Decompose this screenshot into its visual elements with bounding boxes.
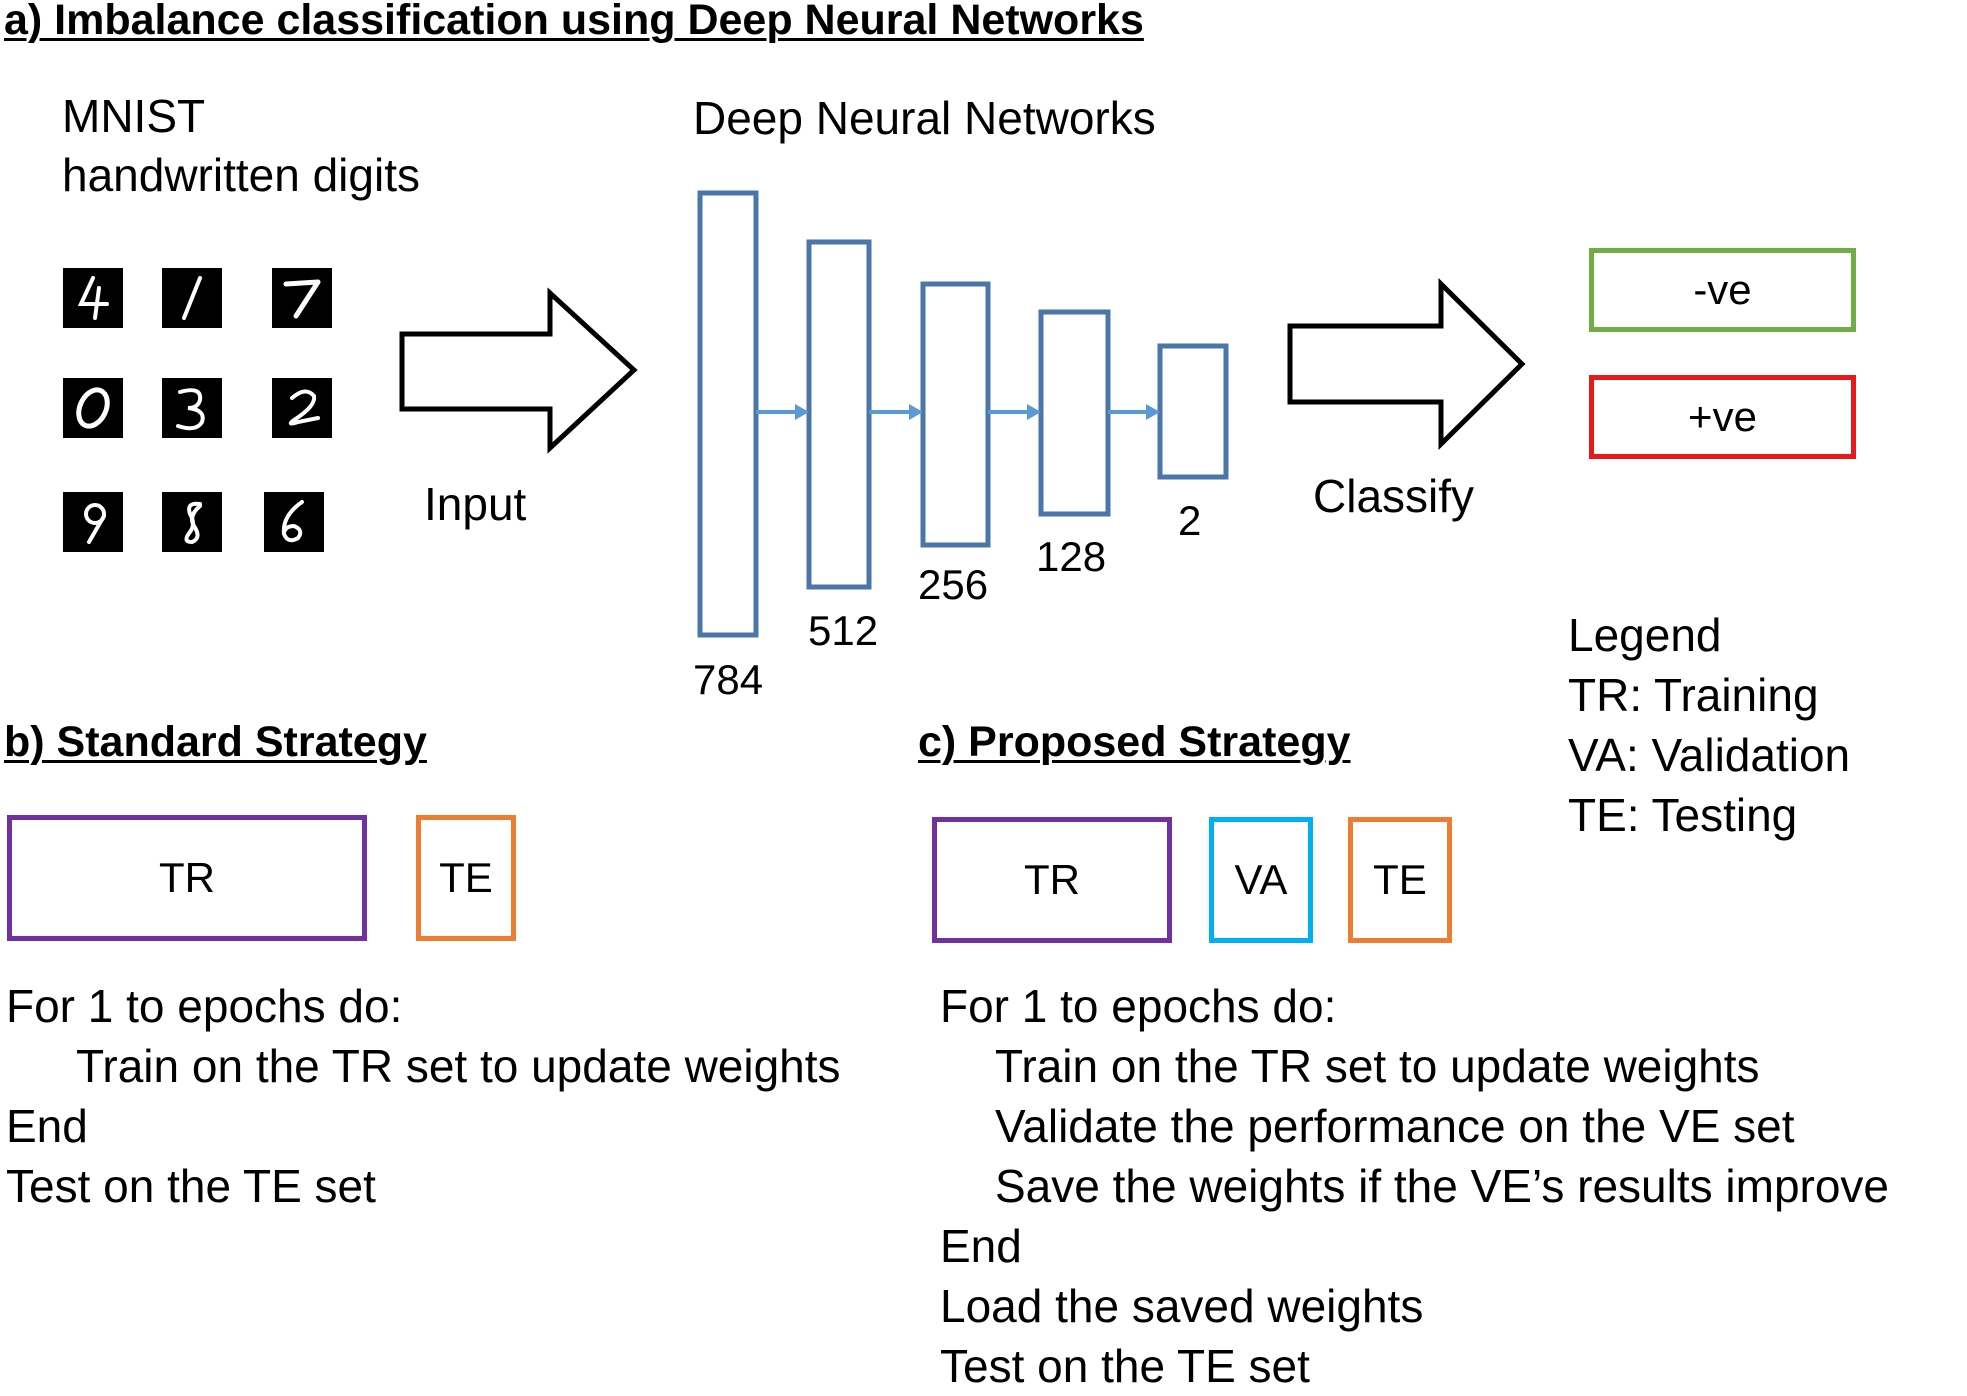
pseudocode-line: Validate the performance on the VE set <box>995 1100 1795 1152</box>
pseudocode-line: End <box>940 1220 1022 1272</box>
mnist-digit-4 <box>63 268 123 328</box>
section-a-title: a) Imbalance classification using Deep N… <box>4 0 1144 44</box>
pseudocode-line: For 1 to epochs do: <box>6 980 403 1032</box>
layer-connector-arrowhead <box>795 404 809 420</box>
pseudocode-line: End <box>6 1100 88 1152</box>
legend-title: Legend <box>1568 609 1722 661</box>
network-layer-512 <box>806 239 872 590</box>
output-negative-box: -ve <box>1589 248 1856 332</box>
output-positive-box: +ve <box>1589 375 1856 459</box>
pseudocode-line: Save the weights if the VE’s results imp… <box>995 1160 1890 1212</box>
legend-item: TE: Testing <box>1568 789 1798 841</box>
input-arrow <box>399 287 638 454</box>
network-layer-2 <box>1157 343 1229 480</box>
dataset-title-line1: MNIST <box>62 90 206 142</box>
layer-size-label: 512 <box>808 607 879 654</box>
mnist-digit-0 <box>63 378 123 438</box>
pseudocode-line: Train on the TR set to update weights <box>76 1040 841 1092</box>
dataset-title-line2: handwritten digits <box>62 149 420 201</box>
pseudocode-line: Load the saved weights <box>940 1280 1424 1332</box>
standard-pseudocode: For 1 to epochs do: Train on the TR set … <box>6 976 841 1216</box>
layer-size-label: 2 <box>1178 497 1202 544</box>
pseudocode-line: Test on the TE set <box>6 1160 376 1212</box>
layer-size-label: 128 <box>1036 533 1107 580</box>
proposed-tr-box: TR <box>932 817 1172 943</box>
layer-connector-arrowhead <box>909 404 923 420</box>
mnist-digit-1 <box>162 268 222 328</box>
network-title: Deep Neural Networks <box>693 92 1156 144</box>
mnist-digit-6 <box>264 492 324 552</box>
layer-size-label: 784 <box>693 656 764 703</box>
network-layer-784 <box>697 190 759 638</box>
mnist-digit-9 <box>63 492 123 552</box>
mnist-digit-7 <box>272 268 332 328</box>
standard-tr-box: TR <box>7 815 367 941</box>
mnist-digit-3 <box>162 378 222 438</box>
classify-label: Classify <box>1313 470 1475 522</box>
proposed-te-box: TE <box>1348 817 1452 943</box>
layer-size-label: 256 <box>918 561 989 608</box>
section-c-title: c) Proposed Strategy <box>918 718 1351 766</box>
mnist-digit-2 <box>272 378 332 438</box>
mnist-digit-8 <box>162 492 222 552</box>
layer-connector-arrowhead <box>1146 404 1160 420</box>
pseudocode-line: Train on the TR set to update weights <box>995 1040 1760 1092</box>
pseudocode-line: Test on the TE set <box>940 1340 1310 1392</box>
legend: Legend TR: Training VA: Validation TE: T… <box>1568 612 1850 852</box>
standard-te-box: TE <box>416 815 516 941</box>
proposed-pseudocode: For 1 to epochs do: Train on the TR set … <box>940 976 1889 1396</box>
legend-item: TR: Training <box>1568 669 1819 721</box>
legend-item: VA: Validation <box>1568 729 1851 781</box>
network-layer-128 <box>1038 309 1111 517</box>
network-layer-256 <box>920 281 991 548</box>
pseudocode-line: For 1 to epochs do: <box>940 980 1337 1032</box>
classify-arrow <box>1287 278 1526 450</box>
proposed-va-box: VA <box>1209 817 1313 943</box>
section-b-title: b) Standard Strategy <box>4 718 427 766</box>
input-label: Input <box>424 478 527 530</box>
layer-connector-arrowhead <box>1027 404 1041 420</box>
